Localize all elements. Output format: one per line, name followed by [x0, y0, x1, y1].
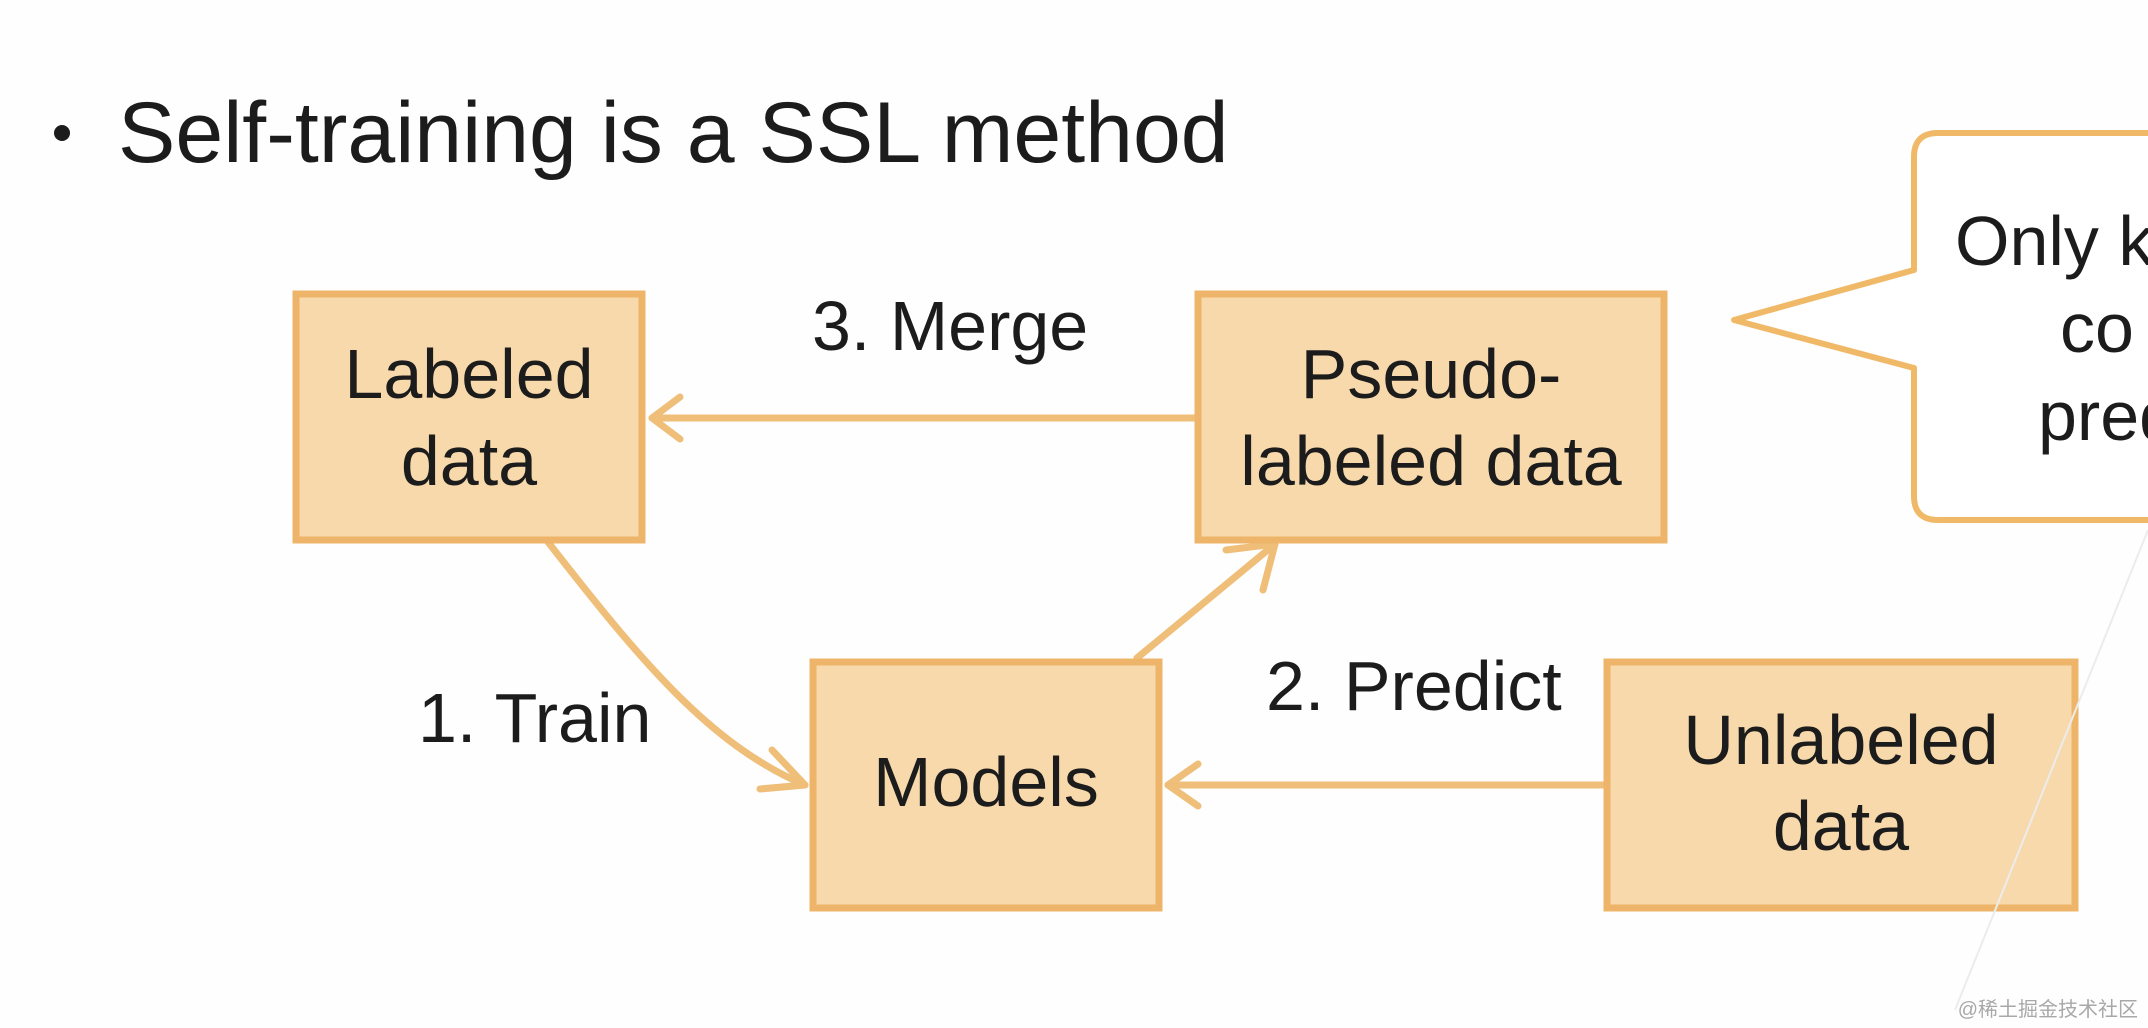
edge-label-train: 1. Train: [418, 679, 651, 757]
edge-predict: [1164, 760, 1609, 810]
node-labeled-line1: Labeled: [344, 335, 593, 413]
node-unlabeled-line2: data: [1773, 787, 1909, 865]
arrowhead-train: [756, 746, 809, 793]
node-labeled-data: Labeled data: [292, 290, 646, 544]
edge-merge: [648, 393, 1200, 443]
edge-label-merge: 3. Merge: [812, 287, 1088, 365]
callout-line3: pred: [2038, 377, 2148, 455]
node-pseudo-labeled-data: Pseudo- labeled data: [1194, 290, 1668, 544]
callout-line2: co: [2060, 289, 2134, 367]
node-unlabeled-line1: Unlabeled: [1683, 701, 1998, 779]
node-unlabeled-data: Unlabeled data: [1603, 658, 2079, 912]
node-labeled-line2: data: [401, 422, 537, 500]
edge-train: [544, 538, 809, 793]
node-models: Models: [809, 658, 1163, 912]
arrowhead-predict: [1164, 760, 1202, 810]
callout-bubble: Only k co pred: [1731, 130, 2148, 523]
arrowhead-merge: [648, 393, 684, 443]
node-pseudo-line2: labeled data: [1240, 422, 1622, 500]
edge-models-to-pseudo: [1133, 540, 1279, 662]
edge-label-predict: 2. Predict: [1266, 647, 1562, 725]
watermark: @稀土掘金技术社区: [1958, 998, 2138, 1021]
node-models-line1: Models: [873, 743, 1099, 821]
bullet-text: Self-training is a SSL method: [118, 85, 1229, 181]
bullet-dot: [54, 125, 70, 141]
decorative-line: [1954, 529, 2148, 1011]
arrowhead-pseudo: [1222, 540, 1279, 594]
node-pseudo-line1: Pseudo-: [1301, 335, 1562, 413]
callout-line1: Only k: [1955, 202, 2148, 280]
